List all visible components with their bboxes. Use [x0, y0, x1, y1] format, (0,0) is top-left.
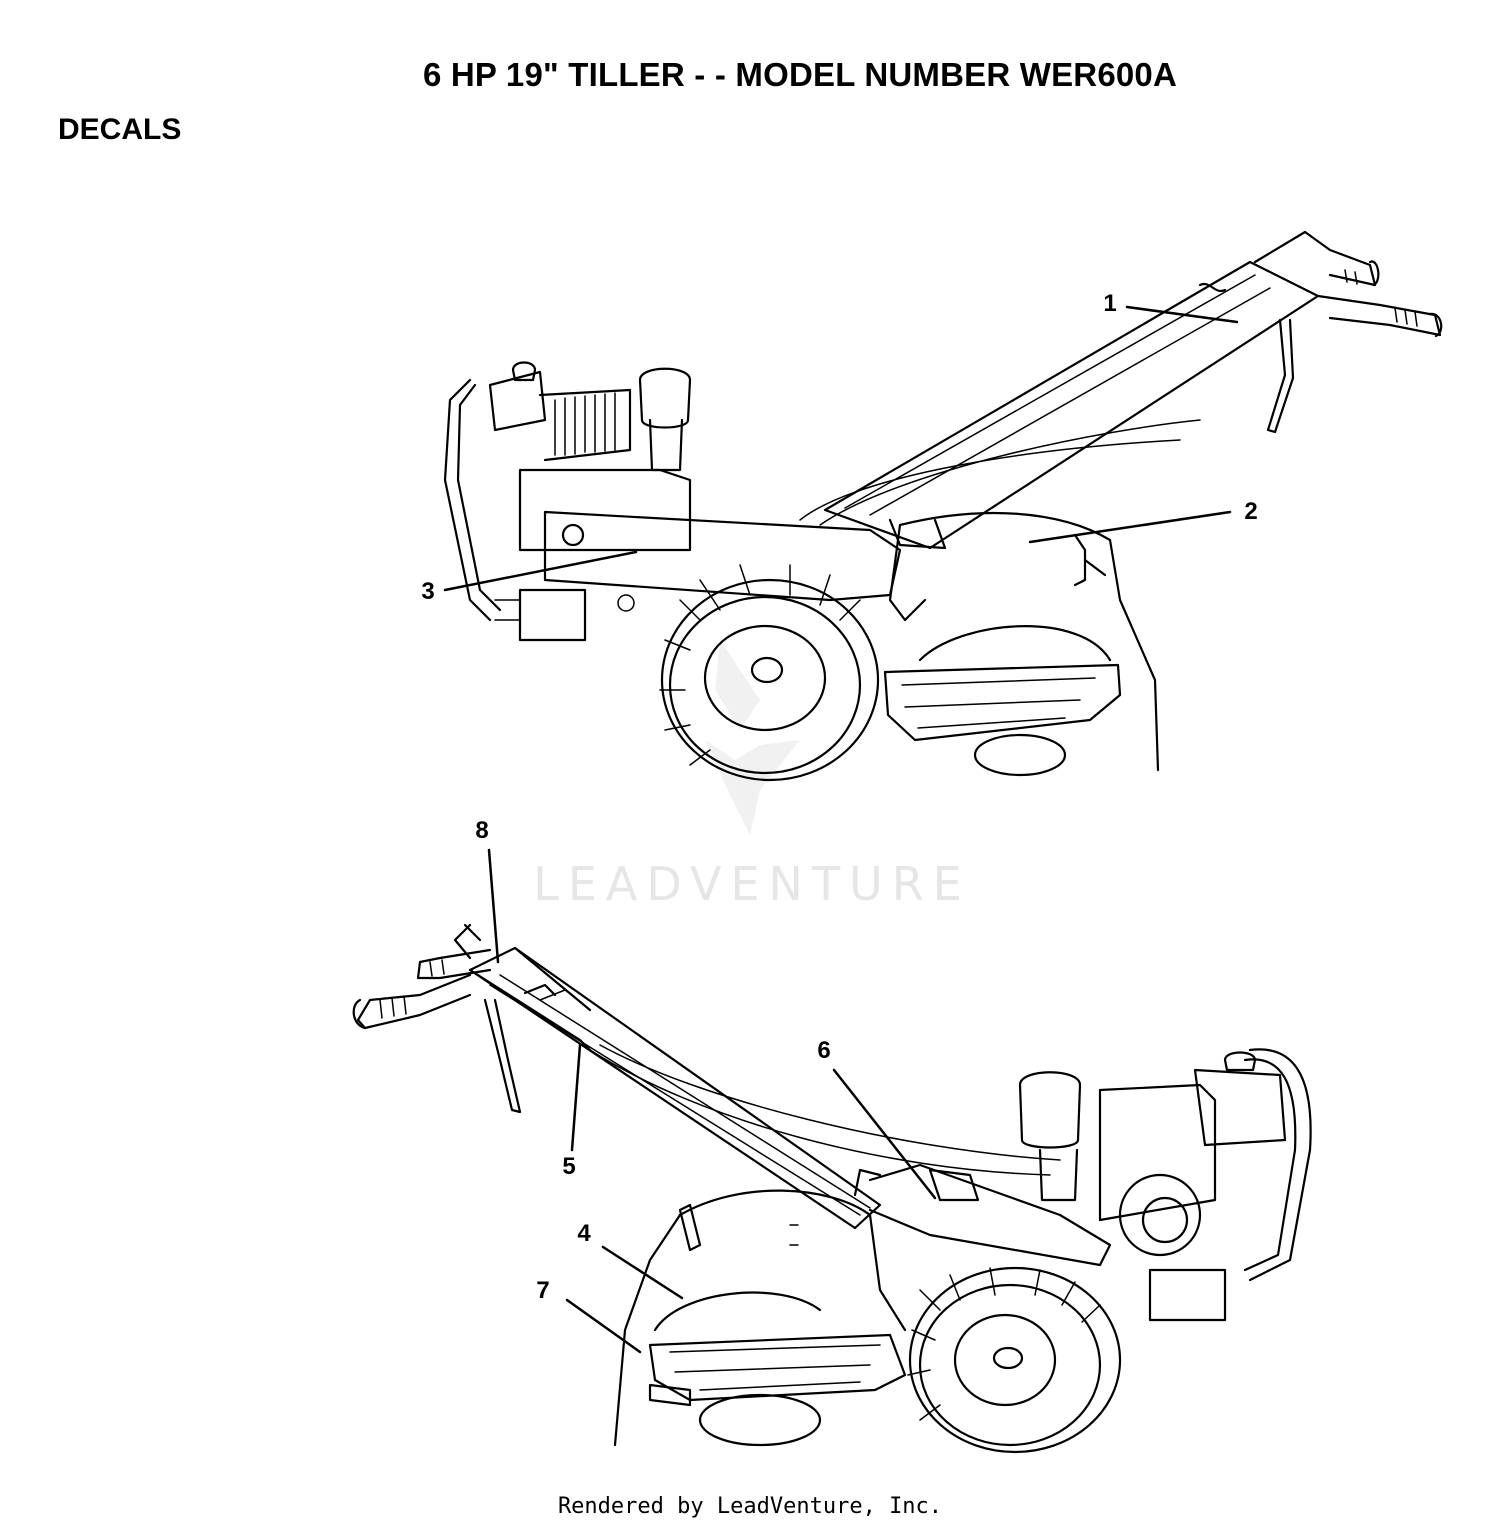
callout-labels: 1 2 3 4 5 6 7 8	[421, 290, 1257, 1304]
tiller-diagram: LEADVENTURE	[352, 230, 1443, 1454]
lower-tiller-illustration	[352, 923, 1312, 1454]
callout-1: 1	[1103, 290, 1116, 317]
callout-8: 8	[475, 817, 488, 844]
callout-7: 7	[536, 1277, 549, 1304]
callout-3: 3	[421, 578, 434, 605]
footer-credit: Rendered by LeadVenture, Inc.	[557, 1494, 943, 1519]
watermark-logo	[705, 640, 800, 835]
callout-5: 5	[562, 1153, 575, 1180]
page-title: 6 HP 19" TILLER - - MODEL NUMBER WER600A	[422, 56, 1178, 93]
upper-tiller-illustration	[443, 230, 1443, 782]
section-heading: DECALS	[58, 113, 182, 146]
watermark-text: LEADVENTURE	[533, 857, 971, 911]
leader-lines	[443, 305, 1239, 1354]
callout-6: 6	[817, 1037, 830, 1064]
callout-4: 4	[577, 1220, 591, 1247]
callout-2: 2	[1244, 498, 1257, 525]
